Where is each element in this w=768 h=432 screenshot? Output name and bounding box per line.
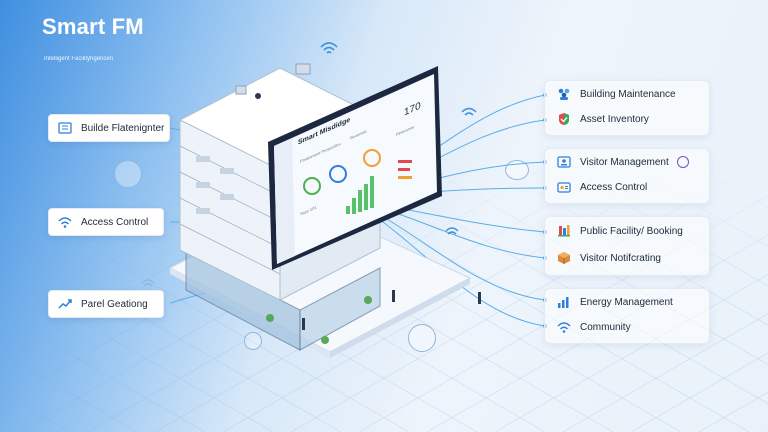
- left-card-panel-generation[interactable]: Parel Geationg: [48, 290, 164, 318]
- wifi-icon: [141, 279, 155, 287]
- right-card-label: Energy Management: [580, 296, 673, 308]
- wifi-icon: [445, 227, 459, 235]
- plant: [364, 296, 372, 304]
- right-card-visitor-notification[interactable]: Visitor Notifcrating: [548, 246, 704, 270]
- rooftop-unit: [295, 63, 311, 75]
- wifi-icon: [320, 42, 338, 54]
- left-card-building-floor-plan[interactable]: Builde Flatenignter: [48, 114, 170, 142]
- left-card-label: Builde Flatenignter: [81, 122, 165, 134]
- standing-person: [392, 290, 395, 302]
- plant: [266, 314, 274, 322]
- standing-person: [478, 292, 481, 304]
- wifi-icon: [461, 107, 477, 116]
- right-card-community[interactable]: Community: [548, 315, 704, 339]
- visitor-icon: [556, 154, 572, 170]
- floating-bubble: [114, 160, 142, 188]
- plant: [321, 336, 329, 344]
- keycard-icon: [556, 179, 572, 195]
- app-subtitle: Intelligent Facilitƴngencen: [44, 56, 114, 62]
- floating-bubble: [408, 324, 436, 352]
- wifi-icon: [57, 214, 73, 230]
- trend-chart-icon: [57, 296, 73, 312]
- right-card-label: Community: [580, 321, 631, 333]
- package-icon: [556, 250, 572, 266]
- right-card-visitor-management[interactable]: Visitor Management: [548, 150, 704, 174]
- left-card-label: Access Control: [81, 216, 149, 228]
- right-card-group: [544, 288, 710, 344]
- rooftop-person: [255, 93, 261, 99]
- right-card-public-facility-booking[interactable]: Public Facility/ Booking: [548, 219, 704, 243]
- energy-bars-icon: [556, 294, 572, 310]
- asset-shield-icon: [556, 111, 572, 127]
- facility-icon: [556, 223, 572, 239]
- right-card-asset-inventory[interactable]: Asset Inventory: [548, 107, 704, 131]
- app-title: Smart FM: [42, 14, 144, 39]
- team-icon: [556, 86, 572, 102]
- right-card-label: Access Control: [580, 181, 648, 193]
- right-card-label: Visitor Notifcrating: [580, 252, 661, 264]
- left-card-label: Parel Geationg: [81, 298, 148, 310]
- visitor-badge-icon: [676, 156, 689, 168]
- right-card-label: Asset Inventory: [580, 113, 649, 125]
- floating-bubble: [244, 332, 262, 350]
- right-card-access-control[interactable]: Access Control: [548, 175, 704, 199]
- wifi-icon: [556, 319, 572, 335]
- right-card-label: Public Facility/ Booking: [580, 225, 683, 237]
- right-card-label: Visitor Management: [580, 156, 669, 168]
- rooftop-unit: [235, 85, 247, 95]
- standing-person: [302, 318, 305, 330]
- left-card-access-control[interactable]: Access Control: [48, 208, 164, 236]
- right-card-label: Building Maintenance: [580, 88, 676, 100]
- document-list-icon: [57, 120, 73, 136]
- right-card-group: [544, 80, 710, 136]
- right-card-energy-management[interactable]: Energy Management: [548, 290, 704, 314]
- right-card-building-maintenance[interactable]: Building Maintenance: [548, 82, 704, 106]
- right-card-group: [544, 216, 710, 276]
